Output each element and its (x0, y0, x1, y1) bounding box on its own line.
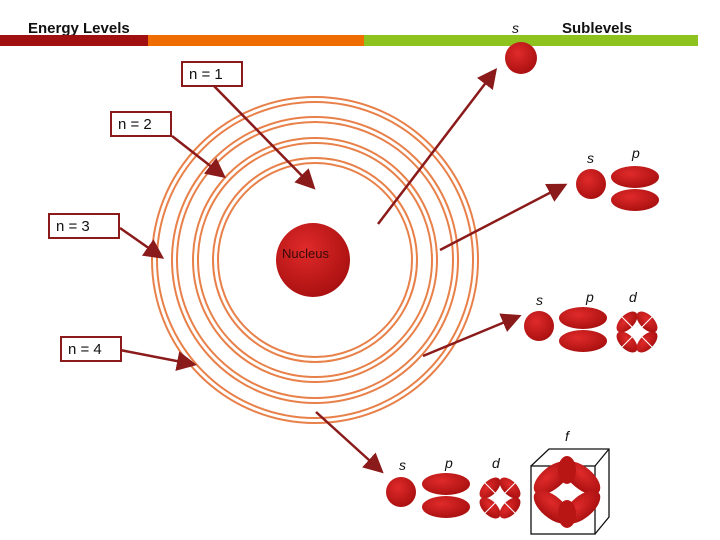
energy-levels-title: Energy Levels (28, 20, 130, 37)
orbit-n3-inner (176, 121, 454, 399)
header-bar-green (364, 35, 698, 46)
orbit-n1 (212, 157, 418, 363)
arrow-orbit2-to-sp (439, 183, 568, 252)
level-box-n1: n = 1 (181, 61, 243, 87)
orbit-n2 (192, 137, 438, 383)
orbital-3p (559, 307, 607, 352)
orbital-4p (422, 473, 470, 518)
sublevel-label-4s: s (399, 457, 406, 473)
orbit-n1-inner (217, 162, 413, 358)
arrow-n4-to-orbit (119, 348, 197, 371)
orbit-n2-inner (197, 142, 433, 378)
sublevel-label-4d: d (492, 455, 500, 471)
level-box-n4: n = 4 (60, 336, 122, 362)
sublevel-s-top-label: s (512, 20, 519, 36)
arrow-orbit3-to-spd (422, 313, 522, 358)
sublevel-label-2s: s (587, 150, 594, 166)
arrow-n3-to-orbit (119, 226, 165, 259)
sublevel-label-3s: s (536, 292, 543, 308)
sublevel-label-4f: f (565, 428, 569, 444)
level-box-n2: n = 2 (110, 111, 172, 137)
header-bar-orange (148, 35, 364, 46)
orbital-1s (505, 42, 537, 74)
orbit-n4-inner (156, 101, 474, 419)
sublevel-label-2p: p (632, 145, 640, 161)
orbit-rings (151, 96, 479, 424)
arrow-n1-to-orbit (213, 85, 316, 190)
sublevel-label-4p: p (445, 455, 453, 471)
sublevel-label-3p: p (586, 289, 594, 305)
orbital-2p (611, 166, 659, 211)
orbital-2s (576, 169, 606, 199)
orbital-3d (616, 311, 658, 353)
orbit-n3 (171, 116, 459, 404)
orbit-n4 (151, 96, 479, 424)
sublevel-label-3d: d (629, 289, 637, 305)
orbital-4s (386, 477, 416, 507)
arrow-n2-to-orbit (171, 135, 226, 179)
sublevels-title: Sublevels (562, 20, 633, 37)
header-bar-red (0, 35, 148, 46)
orbital-4f (530, 448, 610, 535)
arrow-orbit4-to-spdf (315, 411, 384, 474)
nucleus-sphere (276, 223, 350, 297)
level-box-n3: n = 3 (48, 213, 120, 239)
arrow-orbit1-to-s (377, 68, 498, 225)
orbital-3s (524, 311, 554, 341)
nucleus-label: Nucleus (282, 246, 329, 261)
orbital-4d (479, 477, 521, 519)
arrows (119, 68, 568, 474)
